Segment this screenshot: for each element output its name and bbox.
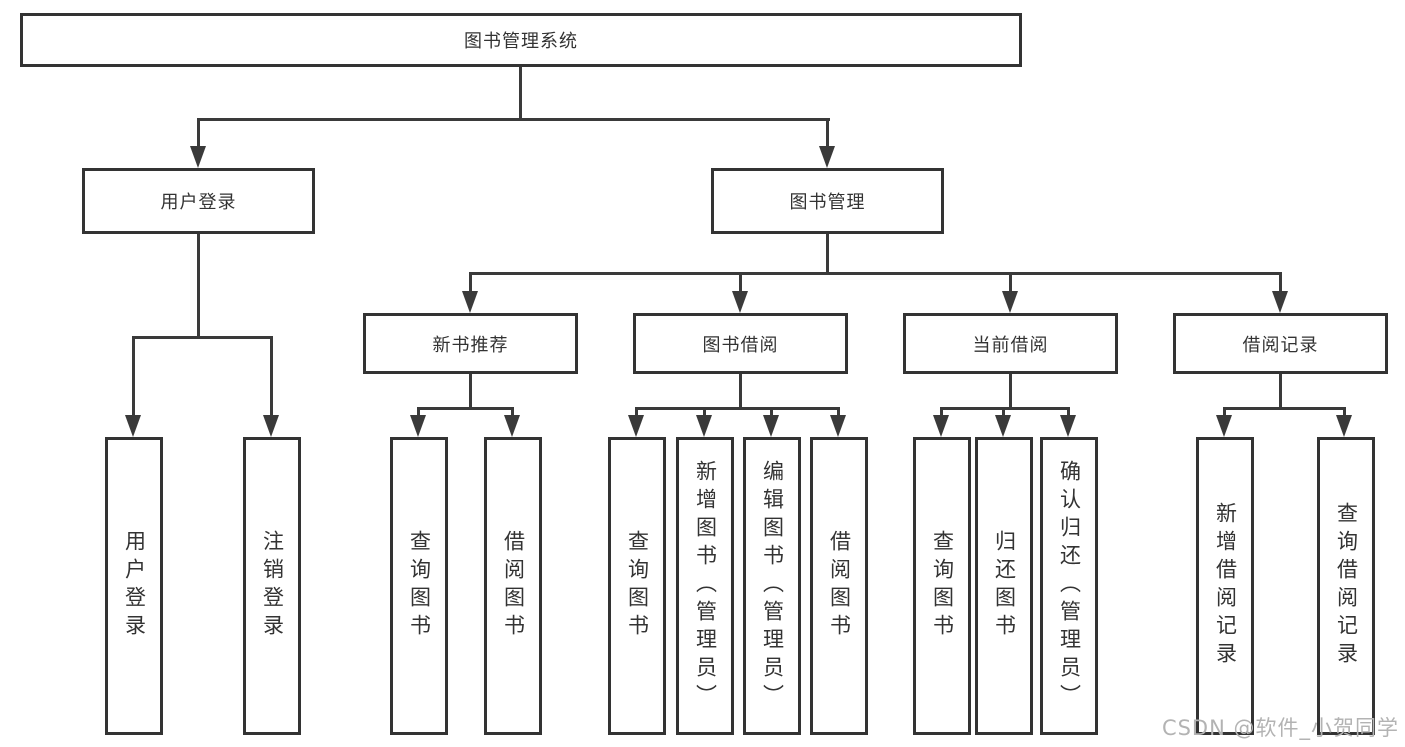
leaf-user-login-label: 用户登录: [122, 530, 147, 642]
connector-to-leaf: [132, 336, 135, 415]
leaf-confirm-return-admin-label: 确认归还（管理员）: [1057, 460, 1082, 712]
node-borrow-records-label: 借阅记录: [1242, 334, 1319, 356]
arrowhead-down-icon: [410, 415, 426, 437]
node-user-login-label: 用户登录: [160, 192, 237, 213]
connector-to-leaf: [635, 407, 638, 417]
leaf-query-borrow-record: 查询借阅记录: [1317, 437, 1375, 735]
root-node-library-system: 图书管理系统: [20, 13, 1022, 67]
connector-to-leaf: [837, 407, 840, 417]
arrowhead-down-icon: [190, 146, 206, 168]
connector-to-l3: [739, 272, 742, 293]
leaf-confirm-return-admin: 确认归还（管理员）: [1040, 437, 1098, 735]
arrowhead-down-icon: [933, 415, 949, 437]
node-book-borrow: 图书借阅: [633, 313, 848, 374]
leaf-borrow-books-1-label: 借阅图书: [501, 530, 526, 642]
connector-to-l3: [1009, 272, 1012, 293]
arrowhead-down-icon: [1002, 291, 1018, 313]
connector-user-login-stem: [197, 234, 200, 336]
node-book-management-label: 图书管理: [789, 192, 866, 213]
csdn-watermark: CSDN @软件_小贺同学: [1161, 716, 1399, 740]
connector-to-leaf: [417, 407, 420, 417]
arrowhead-down-icon: [628, 415, 644, 437]
arrowhead-down-icon: [1060, 415, 1076, 437]
connector-book-mgmt-bar: [469, 272, 1281, 275]
connector-l3-stem: [739, 374, 742, 407]
node-new-book-recommend: 新书推荐: [363, 313, 578, 374]
node-borrow-records: 借阅记录: [1173, 313, 1388, 374]
node-current-borrow: 当前借阅: [903, 313, 1118, 374]
connector-l3-stem: [1279, 374, 1282, 407]
connector-to-leaf: [511, 407, 514, 417]
leaf-user-login: 用户登录: [105, 437, 163, 735]
leaf-borrow-books-2-label: 借阅图书: [827, 530, 852, 642]
leaf-query-books-2: 查询图书: [608, 437, 666, 735]
connector-user-login-bar: [133, 336, 273, 339]
node-current-borrow-label: 当前借阅: [972, 334, 1049, 356]
connector-to-leaf: [1343, 407, 1346, 417]
connector-l3-bar: [1223, 407, 1346, 410]
leaf-add-borrow-record: 新增借阅记录: [1196, 437, 1254, 735]
connector-root-bar: [197, 118, 830, 121]
leaf-query-books-1: 查询图书: [390, 437, 448, 735]
connector-to-leaf: [1067, 407, 1070, 417]
arrowhead-down-icon: [763, 415, 779, 437]
connector-l3-bar: [417, 407, 513, 410]
leaf-query-books-2-label: 查询图书: [625, 530, 650, 642]
arrowhead-down-icon: [1216, 415, 1232, 437]
connector-to-leaf: [770, 407, 773, 417]
arrowhead-down-icon: [1336, 415, 1352, 437]
arrowhead-down-icon: [1272, 291, 1288, 313]
leaf-borrow-books-2: 借阅图书: [810, 437, 868, 735]
arrowhead-down-icon: [995, 415, 1011, 437]
leaf-edit-books-admin-label: 编辑图书（管理员）: [760, 460, 785, 712]
arrowhead-down-icon: [830, 415, 846, 437]
arrowhead-down-icon: [462, 291, 478, 313]
connector-l3-bar: [635, 407, 839, 410]
connector-to-l3: [469, 272, 472, 293]
leaf-query-books-1-label: 查询图书: [407, 530, 432, 642]
leaf-return-books: 归还图书: [975, 437, 1033, 735]
leaf-return-books-label: 归还图书: [992, 530, 1017, 642]
leaf-borrow-books-1: 借阅图书: [484, 437, 542, 735]
root-node-label: 图书管理系统: [464, 31, 578, 52]
arrowhead-down-icon: [732, 291, 748, 313]
leaf-edit-books-admin: 编辑图书（管理员）: [743, 437, 801, 735]
connector-root-stem: [519, 67, 522, 118]
node-user-login: 用户登录: [82, 168, 315, 234]
arrowhead-down-icon: [819, 146, 835, 168]
connector-to-book-management: [826, 118, 829, 150]
connector-to-leaf: [940, 407, 943, 417]
connector-l3-stem: [1009, 374, 1012, 407]
arrowhead-down-icon: [125, 415, 141, 437]
connector-to-l3: [1279, 272, 1282, 293]
leaf-query-borrow-record-label: 查询借阅记录: [1334, 502, 1359, 670]
connector-to-leaf: [703, 407, 706, 417]
connector-to-user-login: [197, 118, 200, 150]
leaf-add-books-admin: 新增图书（管理员）: [676, 437, 734, 735]
node-book-management: 图书管理: [711, 168, 944, 234]
node-book-borrow-label: 图书借阅: [702, 334, 779, 356]
leaf-query-books-3-label: 查询图书: [930, 530, 955, 642]
leaf-add-borrow-record-label: 新增借阅记录: [1213, 502, 1238, 670]
leaf-query-books-3: 查询图书: [913, 437, 971, 735]
leaf-logout-label: 注销登录: [260, 530, 285, 642]
arrowhead-down-icon: [263, 415, 279, 437]
arrowhead-down-icon: [696, 415, 712, 437]
connector-to-leaf: [1002, 407, 1005, 417]
connector-l3-stem: [469, 374, 472, 407]
arrowhead-down-icon: [504, 415, 520, 437]
leaf-logout: 注销登录: [243, 437, 301, 735]
node-new-book-recommend-label: 新书推荐: [432, 334, 509, 356]
connector-to-leaf: [1223, 407, 1226, 417]
leaf-add-books-admin-label: 新增图书（管理员）: [693, 460, 718, 712]
connector-book-mgmt-stem: [826, 234, 829, 272]
connector-to-leaf: [270, 336, 273, 415]
